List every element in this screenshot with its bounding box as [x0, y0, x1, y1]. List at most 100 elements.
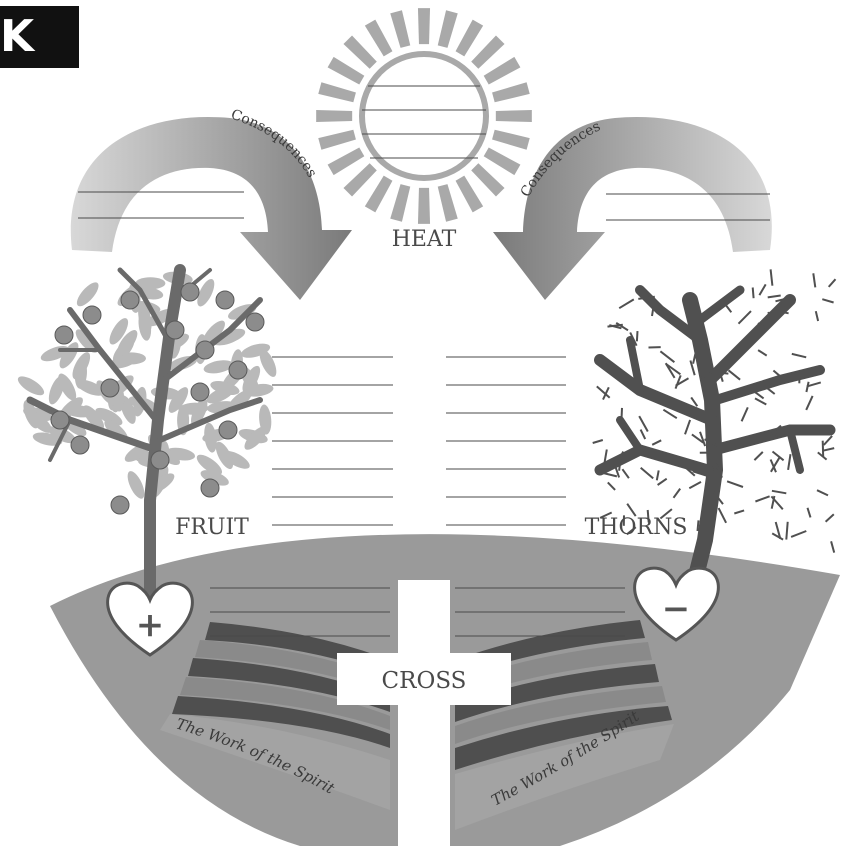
fruit [216, 291, 234, 309]
thorn [772, 491, 786, 494]
thorn [754, 452, 762, 460]
sun-ray [471, 35, 504, 68]
thorn [788, 454, 790, 470]
sun-ray [484, 148, 521, 176]
fruit [111, 496, 129, 514]
center-writing-lines-right [446, 357, 566, 525]
sun-ray [343, 35, 376, 68]
sun-ray [390, 184, 410, 222]
thorn [755, 398, 766, 404]
thorn [806, 382, 808, 392]
minus-symbol: − [662, 589, 691, 629]
fruit [71, 436, 89, 454]
sun-ray [365, 20, 393, 57]
sun-ray [471, 163, 504, 196]
left-consequences-arrow [71, 117, 352, 300]
leaf [124, 469, 148, 501]
thorn [660, 351, 674, 362]
fruit [201, 479, 219, 497]
thorns-label: THORNS [585, 515, 688, 540]
thorn [808, 508, 811, 518]
thorn [691, 397, 697, 406]
fruit [121, 291, 139, 309]
thorn [753, 288, 754, 299]
thorn [698, 520, 699, 531]
thorn [729, 370, 741, 379]
thorn [759, 284, 765, 295]
thorn [816, 311, 818, 321]
sun-ray [492, 82, 530, 102]
thorn [676, 375, 681, 388]
thorn [639, 416, 648, 431]
sun-ray [438, 10, 458, 48]
sun-ray [456, 176, 484, 213]
thorn [792, 354, 806, 357]
leaf [73, 279, 102, 310]
thorn [822, 448, 834, 451]
sun-ray [418, 188, 430, 224]
thorn [739, 311, 752, 324]
sun-icon [316, 8, 532, 224]
center-writing-lines-left [272, 357, 393, 525]
thorn [658, 479, 667, 485]
fruit-label: FRUIT [175, 515, 249, 540]
thorn [608, 482, 615, 490]
thorn [786, 522, 787, 540]
fruit [166, 321, 184, 339]
fruit [151, 451, 169, 469]
thorn [823, 441, 824, 457]
cross-label: CROSS [382, 668, 467, 694]
thorn [637, 331, 638, 341]
thorn [742, 407, 748, 421]
thorn [758, 350, 767, 356]
sun-ray [328, 57, 365, 85]
thorn [806, 396, 812, 410]
heat-label: HEAT [392, 227, 457, 252]
fruit [229, 361, 247, 379]
thorn [822, 299, 833, 302]
thorn [772, 533, 783, 539]
thorn [605, 450, 607, 463]
thorn [641, 430, 646, 440]
thorn [829, 279, 836, 287]
sun-ray [418, 8, 430, 44]
plus-symbol: + [136, 605, 165, 645]
fruit [83, 306, 101, 324]
fruit [51, 411, 69, 429]
thorn [826, 514, 834, 522]
sun-ray [496, 110, 532, 122]
leaf [15, 373, 47, 399]
fruit [219, 421, 237, 439]
thorn [755, 496, 769, 501]
thorn [734, 510, 744, 513]
thorn [727, 481, 743, 487]
thorn [700, 432, 705, 446]
sun-ray [365, 176, 393, 213]
fruit [196, 341, 214, 359]
thorn [652, 440, 661, 445]
sun-ray [492, 130, 530, 150]
thorn [674, 489, 681, 498]
sun-ray [343, 163, 376, 196]
thorn [619, 299, 634, 308]
thorn [689, 482, 701, 488]
thorn [824, 436, 832, 445]
sun-ray [318, 130, 356, 150]
fruit [101, 379, 119, 397]
sun-ray [318, 82, 356, 102]
fruit [181, 283, 199, 301]
thorn [657, 470, 659, 480]
thorn [817, 490, 828, 495]
thorn [641, 468, 654, 479]
thorn [685, 420, 690, 434]
thorn [771, 269, 773, 285]
sun-ray [328, 148, 365, 176]
thorn [622, 408, 623, 419]
sun-ray [316, 110, 352, 122]
fruit [55, 326, 73, 344]
sun-ray [390, 10, 410, 48]
thorn [593, 440, 603, 443]
thorn [831, 541, 834, 552]
sun-ray [456, 20, 484, 57]
